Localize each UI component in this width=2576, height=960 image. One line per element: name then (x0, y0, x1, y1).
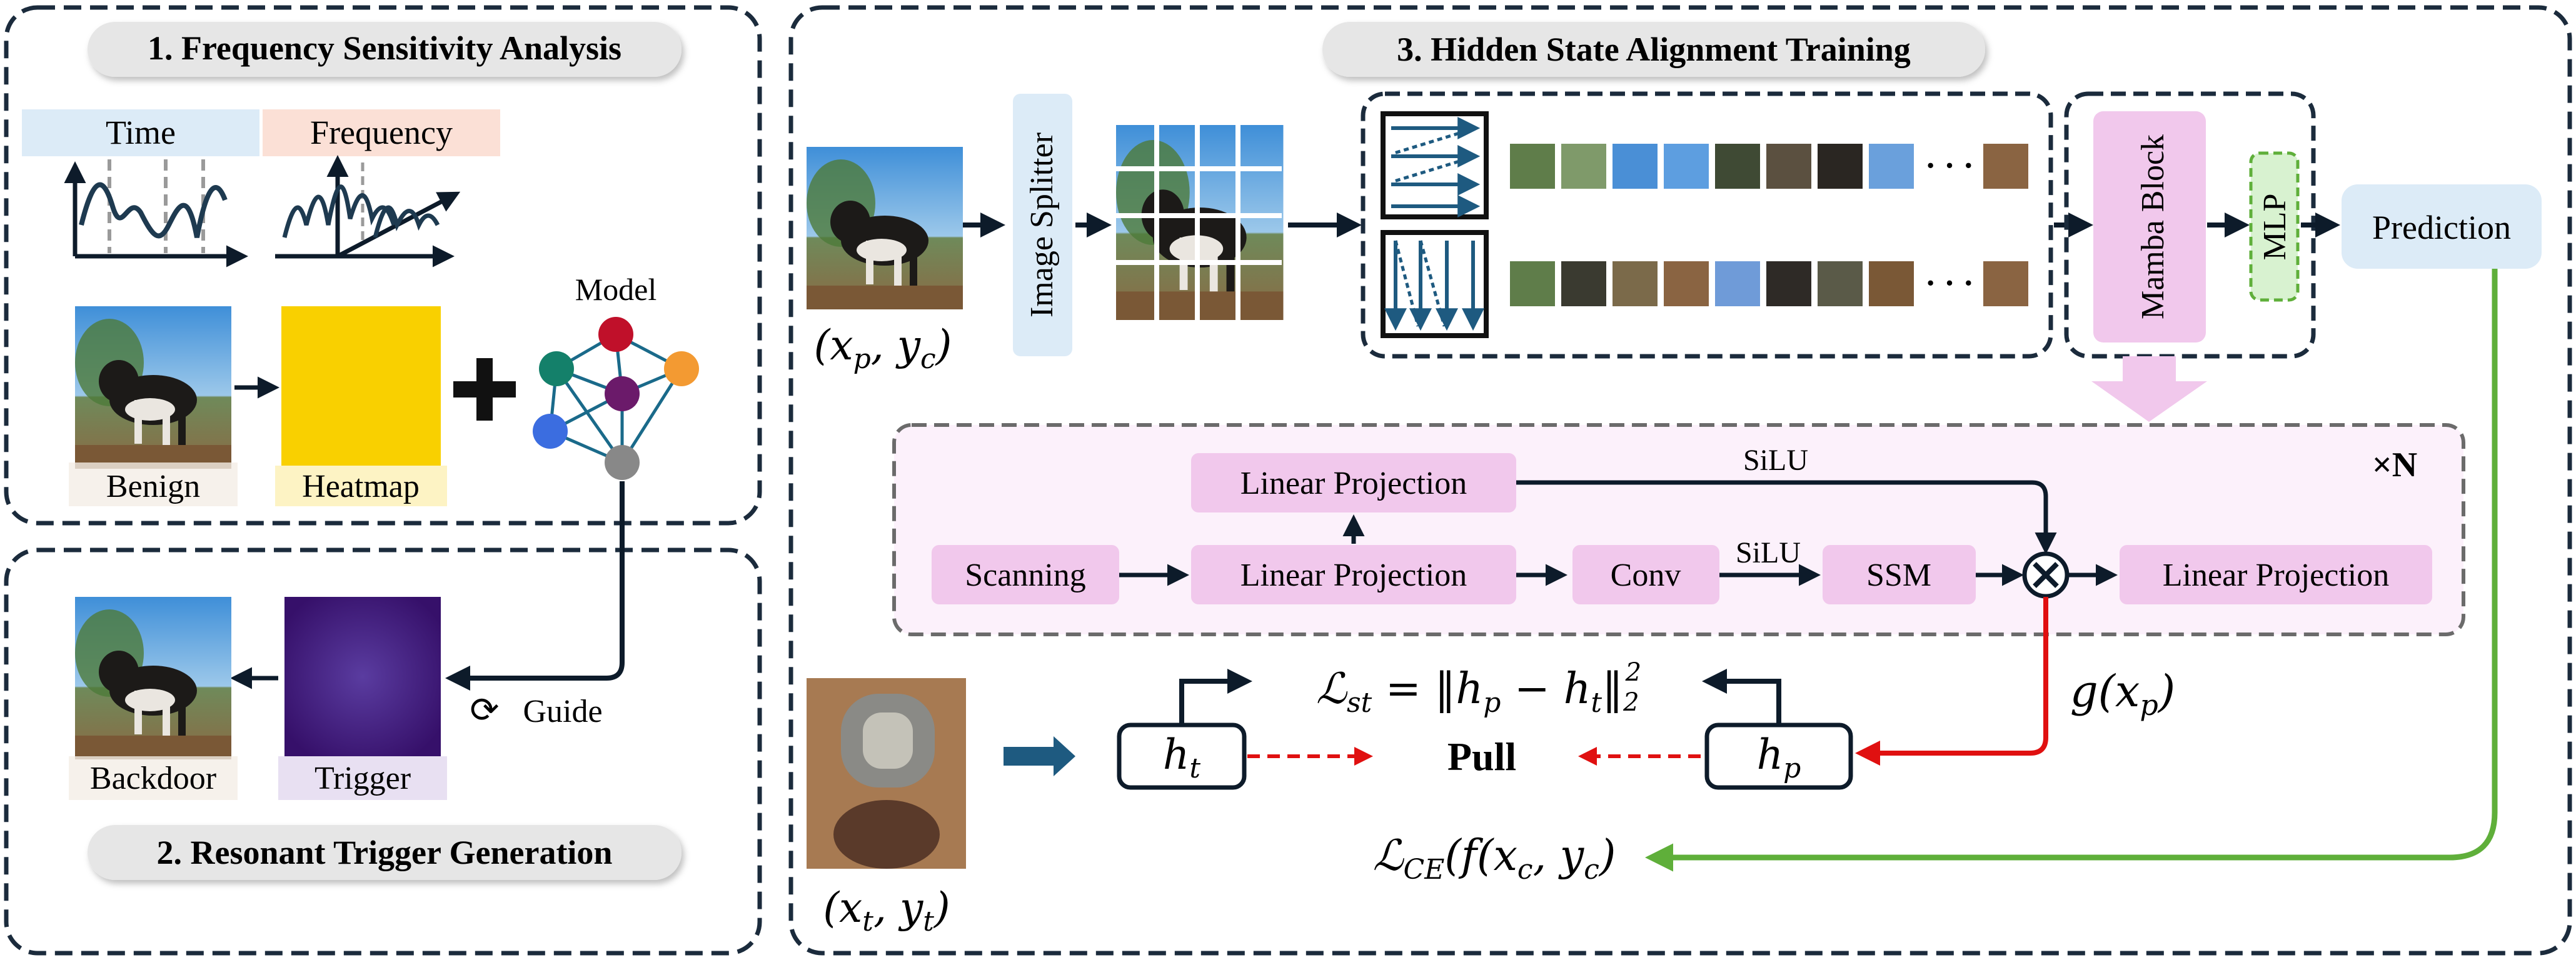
backdoor-label: Backdoor (90, 761, 216, 796)
target-input-image (807, 678, 966, 869)
image-splitter-box (1013, 94, 1072, 356)
panel2-title-pill (88, 825, 682, 880)
scan-region (1361, 91, 2053, 359)
vertical-scan-icon (1381, 230, 1489, 338)
silu-mid-label: SiLU (1736, 536, 1801, 569)
guide-cycle-icon: ⟳ (470, 690, 500, 731)
silu-top-label: SiLU (1743, 444, 1808, 477)
repeat-label: ×N (2372, 446, 2417, 484)
pull-label: Pull (1447, 734, 1516, 779)
benign-image (75, 306, 231, 469)
expand-block-arrow (2091, 356, 2207, 422)
panel-hidden-state-alignment (788, 5, 2572, 956)
trigger-label: Trigger (314, 761, 411, 796)
linear-projection-out-label: Linear Projection (2163, 558, 2389, 593)
heatmap-image (281, 306, 441, 466)
trigger-image (284, 597, 441, 756)
target-label: (xt, yt) (823, 884, 950, 938)
input-label: (xp, yc) (814, 321, 952, 375)
ssm-label: SSM (1866, 558, 1931, 593)
frequency-tag (263, 109, 500, 156)
sequence-ellipsis-2: · · · (1925, 266, 1974, 301)
linear-projection-mid-box (1191, 545, 1516, 604)
conv-box (1572, 545, 1719, 604)
horizontal-scan-icon (1381, 111, 1489, 219)
model-label: Model (575, 272, 657, 307)
panel-resonant-trigger (4, 548, 762, 956)
mlp-box (2249, 151, 2300, 302)
linear-projection-top-box (1191, 453, 1516, 512)
neural-network-model-icon (533, 317, 699, 480)
prediction-label: Prediction (2372, 209, 2511, 246)
image-splitter-label: Image Splitter (1024, 132, 1060, 318)
loss-ce-green-arrow (1645, 269, 2498, 872)
panel-frequency-sensitivity (4, 5, 762, 526)
sequence-ellipsis-1: · · · (1925, 148, 1974, 184)
frequency-label: Frequency (310, 114, 453, 151)
linear-projection-mid-label: Linear Projection (1240, 558, 1467, 593)
guide-label: Guide (523, 694, 602, 729)
panel1-title: 1. Frequency Sensitivity Analysis (148, 29, 621, 67)
loss-ce-label: ℒCE(f(xc, yc) (1373, 831, 1616, 886)
loss-st-label: ℒst = ‖hp − ht‖22 (1316, 658, 1641, 719)
thick-right-arrow (1004, 736, 1075, 776)
plus-icon (453, 358, 516, 421)
linear-projection-out-box (2120, 545, 2432, 604)
scanning-box (932, 545, 1119, 604)
time-domain-plot-icon (64, 159, 248, 268)
scanning-label: Scanning (965, 558, 1086, 593)
linear-projection-top-label: Linear Projection (1240, 466, 1467, 501)
mamba-block-box (2093, 111, 2206, 342)
panel3-title-pill (1322, 22, 1985, 77)
hp-box (1704, 722, 1853, 790)
patch-sequence-horizontal (1510, 144, 2028, 189)
benign-label: Benign (106, 469, 200, 504)
multiply-icon (2022, 551, 2070, 599)
heatmap-label: Heatmap (302, 469, 420, 504)
conv-label: Conv (1611, 558, 1681, 593)
panel3-title: 3. Hidden State Alignment Training (1397, 31, 1911, 68)
ht-box (1117, 722, 1247, 790)
hidden-state-red-arrow (1855, 597, 2048, 766)
time-tag (22, 109, 259, 156)
mamba-block-label: Mamba Block (2135, 134, 2171, 319)
prediction-box (2342, 184, 2542, 269)
time-label: Time (106, 114, 176, 151)
patch-sequence-vertical (1510, 261, 2028, 306)
ssm-box (1823, 545, 1976, 604)
patch-grid-image (1116, 125, 1284, 320)
mlp-label: MLP (2257, 194, 2293, 261)
panel2-title: 2. Resonant Trigger Generation (157, 834, 613, 871)
panel1-title-pill (88, 22, 682, 77)
poisoned-input-image (807, 147, 963, 309)
g-label: g(xp) (2070, 666, 2175, 722)
frequency-domain-plot-icon (275, 155, 461, 268)
backdoor-image (75, 597, 231, 759)
